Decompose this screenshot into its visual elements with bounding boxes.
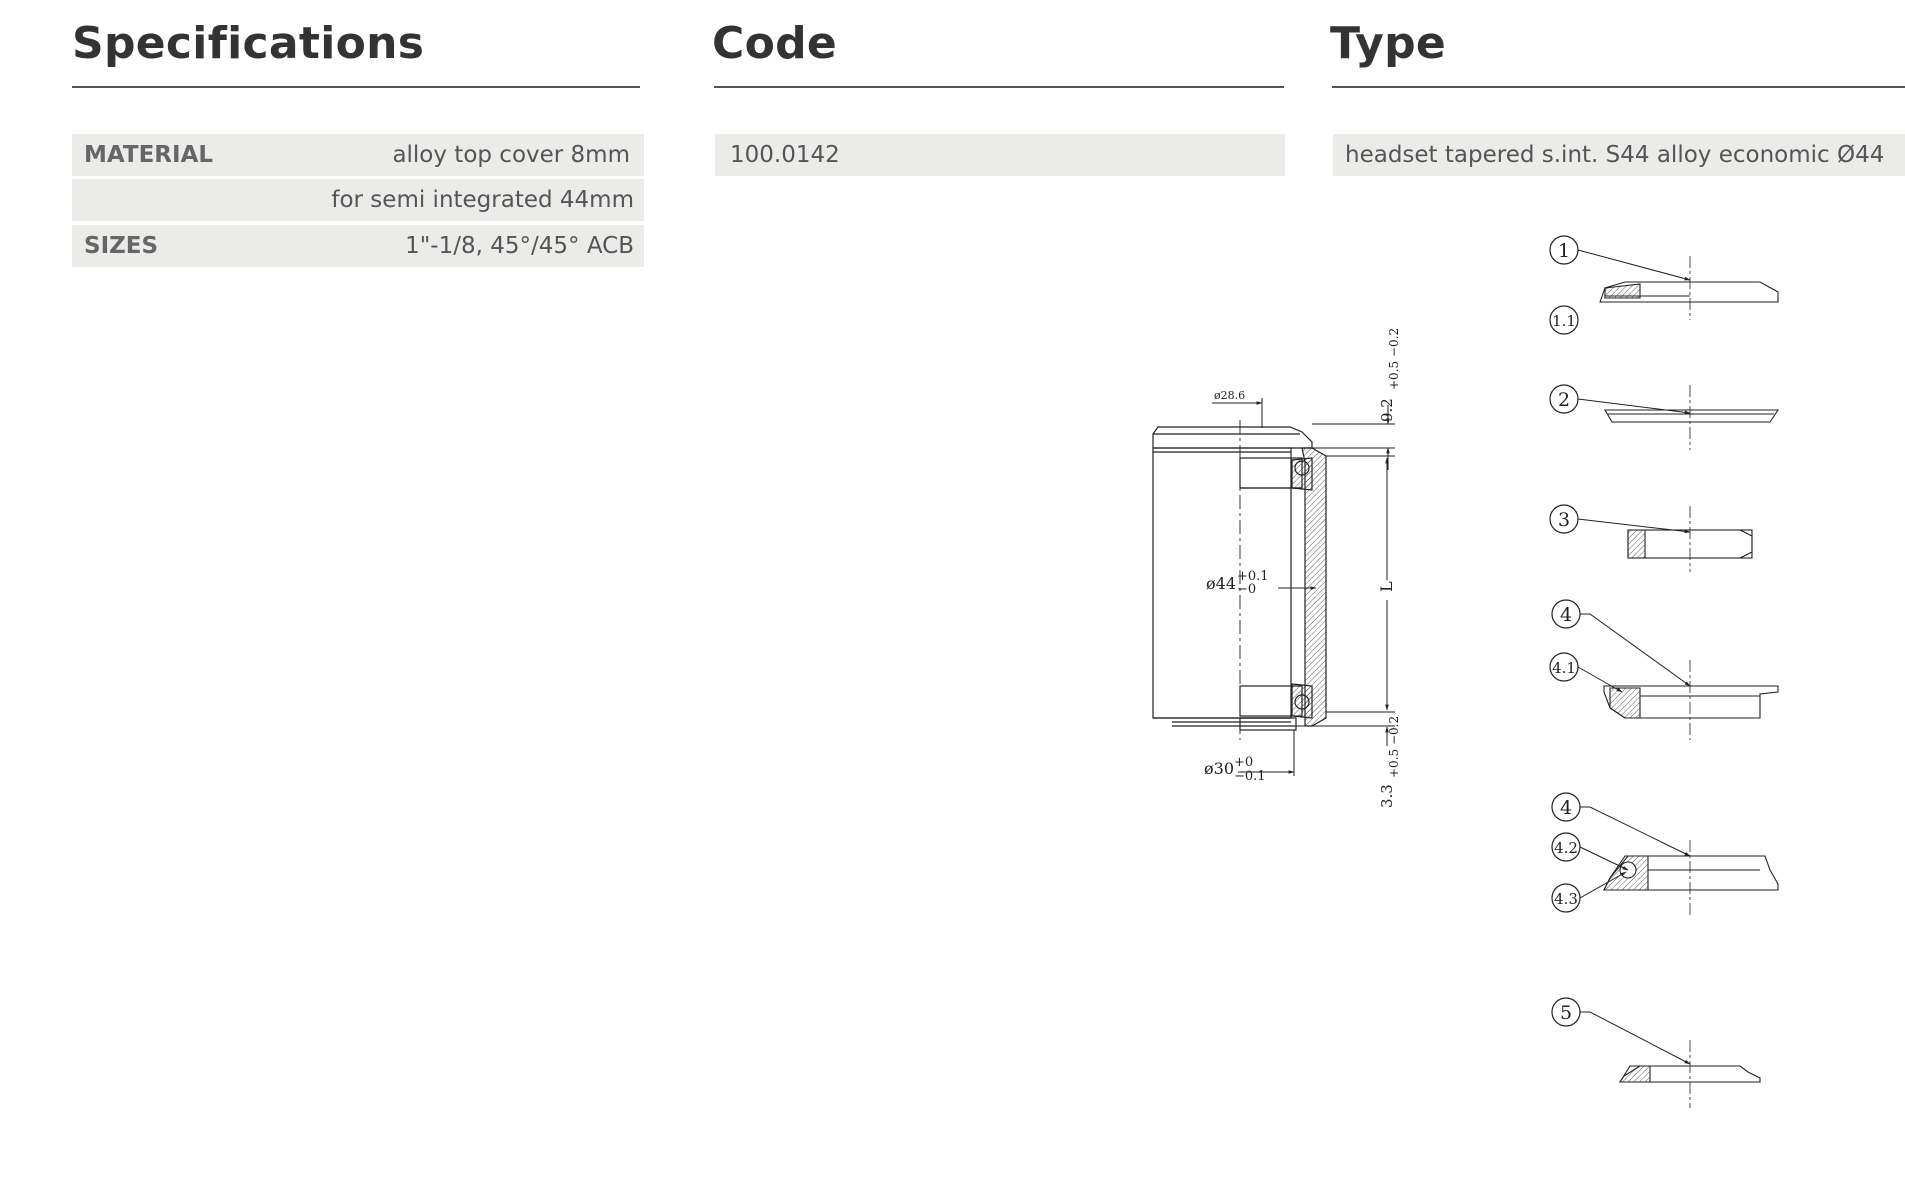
dim-bot-height: 3.3: [1378, 784, 1396, 808]
dim-bot-tol-up: +0: [1234, 755, 1253, 770]
balloon-5: 5: [1551, 997, 1581, 1027]
spec-value: for semi integrated 44mm: [331, 187, 634, 213]
spec-row-material-cont: for semi integrated 44mm: [72, 179, 644, 221]
svg-text:1: 1: [1558, 240, 1570, 262]
svg-text:3: 3: [1558, 509, 1570, 531]
dim-top-height-tol: +0.5 −0.2: [1387, 328, 1401, 390]
type-divider: [1332, 86, 1905, 88]
code-value: 100.0142: [730, 142, 840, 168]
dim-bot-tol-dn: −0.1: [1234, 769, 1266, 784]
dim-top-diameter: ø28.6: [1214, 389, 1245, 402]
svg-text:4: 4: [1560, 797, 1572, 819]
spec-value: 1"-1/8, 45°/45° ACB: [405, 233, 634, 259]
svg-text:2: 2: [1558, 389, 1570, 411]
svg-text:1.1: 1.1: [1552, 312, 1576, 330]
part-balloons: 1 1.1 2 3 4 4.1 4 4.2: [1549, 235, 1581, 1027]
svg-text:4: 4: [1560, 604, 1572, 626]
specifications-divider: [72, 86, 640, 88]
svg-text:4.2: 4.2: [1554, 839, 1578, 857]
spec-row-material: MATERIAL alloy top cover 8mm: [72, 134, 644, 176]
svg-text:5: 5: [1560, 1002, 1572, 1024]
balloon-1: 1: [1549, 235, 1579, 265]
type-value: headset tapered s.int. S44 alloy economi…: [1345, 142, 1885, 168]
spec-label: SIZES: [84, 233, 159, 259]
exploded-parts: [1599, 256, 1780, 1108]
dim-mid-tol-up: +0.1: [1237, 569, 1269, 584]
part-leaders: [1577, 249, 1691, 1065]
spec-label: MATERIAL: [84, 142, 214, 168]
balloon-1-1: 1.1: [1549, 305, 1579, 335]
type-heading: Type: [1330, 18, 1447, 69]
balloon-2: 2: [1549, 384, 1579, 414]
balloon-4-3: 4.3: [1551, 883, 1581, 913]
code-heading: Code: [712, 18, 838, 69]
dim-bot-height-tol: +0.5 −0.2: [1387, 716, 1401, 778]
spec-row-sizes: SIZES 1"-1/8, 45°/45° ACB: [72, 225, 644, 267]
dim-mid-diameter: ø44: [1206, 574, 1236, 593]
code-value-row: 100.0142: [715, 134, 1285, 176]
dim-length: L: [1377, 581, 1396, 592]
dim-mid-tol-dn: −0: [1237, 582, 1256, 597]
balloon-4-lower: 4: [1551, 792, 1581, 822]
specifications-heading: Specifications: [72, 18, 425, 69]
dimension-labels: ø28.6 ø44 +0.1 −0 ø30 +0 −0.1 9.2 +0.5 −…: [1204, 328, 1401, 808]
svg-text:4.3: 4.3: [1554, 890, 1578, 908]
spec-value: alloy top cover 8mm: [392, 142, 630, 168]
dimension-lines: [1212, 398, 1395, 776]
dim-bot-diameter: ø30: [1204, 759, 1234, 778]
balloon-4-2: 4.2: [1551, 832, 1581, 862]
balloon-3: 3: [1549, 504, 1579, 534]
code-divider: [714, 86, 1284, 88]
svg-text:4.1: 4.1: [1552, 659, 1576, 677]
type-value-row: headset tapered s.int. S44 alloy economi…: [1333, 134, 1905, 176]
balloon-4: 4: [1551, 599, 1581, 629]
dim-top-height: 9.2: [1378, 398, 1396, 422]
balloon-4-1: 4.1: [1549, 652, 1579, 682]
